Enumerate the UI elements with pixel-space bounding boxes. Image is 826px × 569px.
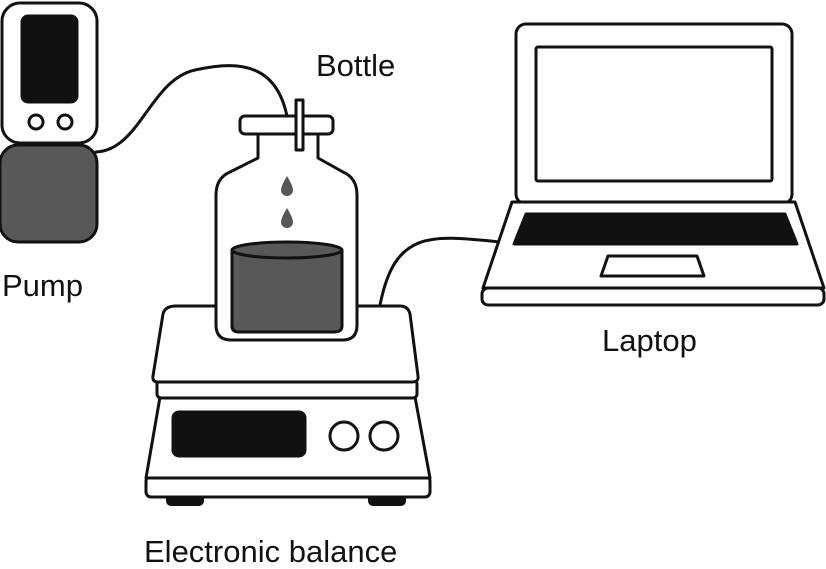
bottle-label: Bottle (316, 48, 396, 83)
pump-label: Pump (2, 268, 83, 303)
pump-tube (94, 64, 292, 170)
pump-icon (0, 1, 99, 244)
laptop-label: Laptop (602, 323, 697, 358)
laptop-icon (480, 22, 826, 307)
bottle-icon (214, 98, 359, 342)
balance-laptop-cable (378, 236, 502, 307)
electronic-balance-label: Electronic balance (144, 534, 398, 569)
